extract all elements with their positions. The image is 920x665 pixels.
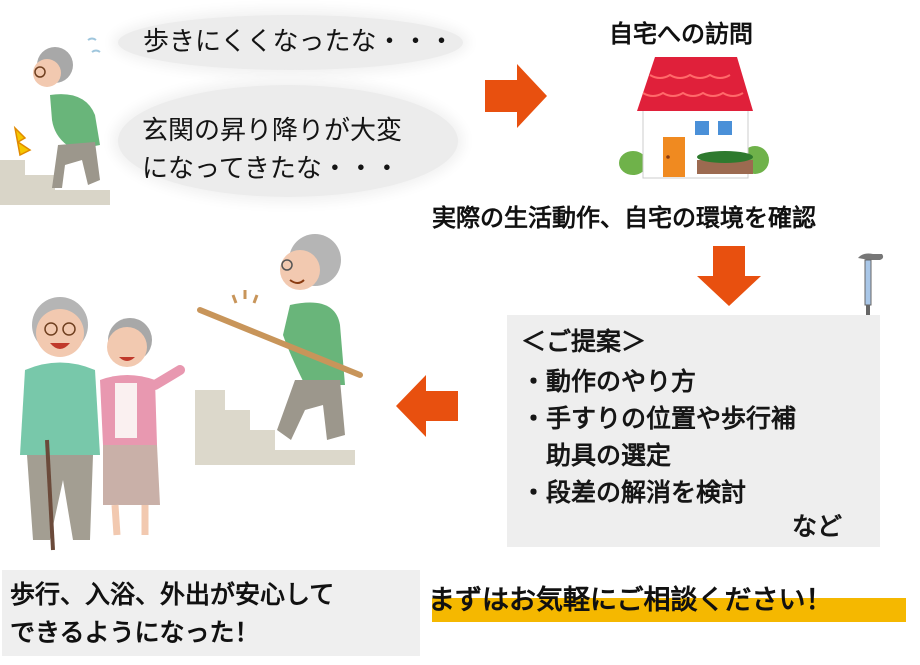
proposal-item: ・動作のやり方	[521, 367, 697, 396]
arrow-down-icon	[697, 246, 761, 306]
proposal-suffix: など	[792, 512, 843, 541]
cta-highlight	[432, 598, 906, 622]
visit-title: 自宅への訪問	[609, 20, 753, 48]
elderly-man-handrail-stairs-icon	[195, 234, 363, 465]
proposal-item: ・段差の解消を検討	[521, 478, 747, 507]
arrow-left-icon	[396, 375, 458, 437]
house-icon	[619, 57, 769, 179]
proposal-box: ＜ご提案＞ ・動作のやり方 ・手すりの位置や歩行補 助具の選定 ・段差の解消を検…	[507, 315, 880, 547]
thought-text-2-line-1: 玄関の昇り降りが大変	[142, 116, 403, 146]
arrow-right-icon	[485, 64, 547, 128]
thought-text-2-line-2: になってきたな・・・	[142, 154, 400, 184]
result-box: 歩行、入浴、外出が安心して できるようになった！	[2, 570, 420, 656]
proposal-item: ・手すりの位置や歩行補	[521, 404, 797, 433]
proposal-item: 助具の選定	[521, 441, 672, 470]
thought-bubble-2	[118, 85, 458, 197]
thought-text-1: 歩きにくくなったな・・・	[143, 27, 455, 57]
result-line-2: できるようになった！	[10, 618, 260, 647]
thought-bubble-1	[118, 15, 463, 70]
proposal-heading: ＜ご提案＞	[521, 327, 647, 356]
elderly-man-knee-pain-icon	[0, 37, 110, 205]
visit-caption: 実際の生活動作、自宅の環境を確認	[432, 204, 816, 232]
elderly-couple-icon	[20, 297, 185, 551]
cta-text: まずはお気軽にご相談ください！	[428, 585, 833, 616]
result-line-1: 歩行、入浴、外出が安心して	[10, 580, 335, 609]
